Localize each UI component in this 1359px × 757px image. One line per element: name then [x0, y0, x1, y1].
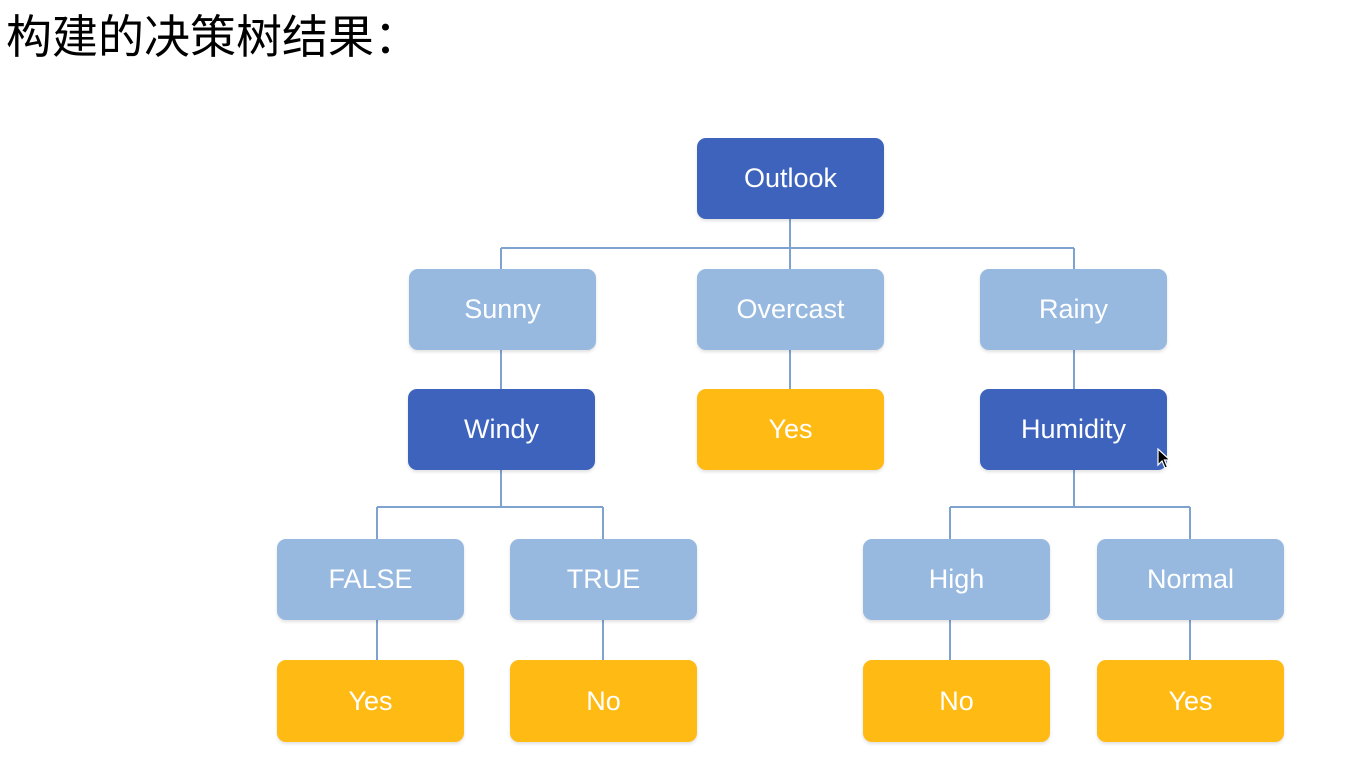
leaf-normal-yes: Yes [1097, 660, 1284, 742]
leaf-overcast-yes: Yes [697, 389, 884, 470]
leaf-true-no: No [510, 660, 697, 742]
node-normal: Normal [1097, 539, 1284, 620]
node-true: TRUE [510, 539, 697, 620]
leaf-high-no: No [863, 660, 1050, 742]
node-overcast: Overcast [697, 269, 884, 350]
node-humidity: Humidity [980, 389, 1167, 470]
page-title: 构建的决策树结果： [6, 10, 420, 64]
node-rainy: Rainy [980, 269, 1167, 350]
node-outlook: Outlook [697, 138, 884, 219]
leaf-false-yes: Yes [277, 660, 464, 742]
node-high: High [863, 539, 1050, 620]
node-sunny: Sunny [409, 269, 596, 350]
mouse-pointer-icon [1157, 448, 1171, 469]
node-windy: Windy [408, 389, 595, 470]
node-false: FALSE [277, 539, 464, 620]
